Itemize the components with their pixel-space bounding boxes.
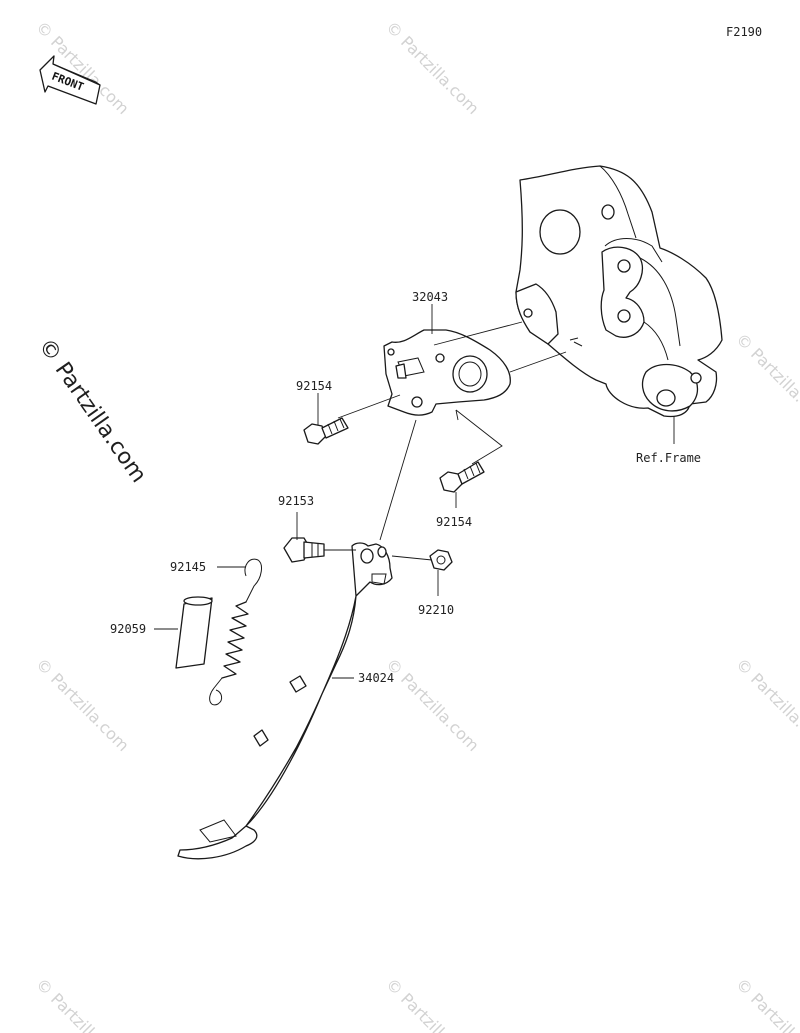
bolt-lower-illustration: [439, 461, 485, 493]
bolt-upper-illustration: [303, 417, 349, 445]
watermark: © Partzilla.com: [382, 17, 483, 118]
watermark: © Partzilla.com: [32, 974, 133, 1033]
label-bolt-lower[interactable]: 92154: [436, 515, 472, 529]
label-pivot-bolt[interactable]: 92153: [278, 494, 314, 508]
label-side-stand[interactable]: 34024: [358, 671, 394, 685]
label-frame-ref[interactable]: Ref.Frame: [636, 451, 701, 465]
bracket-illustration: [383, 329, 511, 416]
side-stand-illustration: [177, 542, 393, 860]
sleeve-illustration: [175, 596, 213, 669]
frame-illustration: [515, 165, 723, 418]
leader-lines: [154, 304, 675, 679]
watermark: © Partzilla.com: [32, 654, 133, 755]
label-nut[interactable]: 92210: [418, 603, 454, 617]
front-arrow-icon: FRONT: [39, 55, 101, 105]
watermark: © Partzilla.com: [382, 654, 483, 755]
pivot-bolt-illustration: [283, 537, 325, 563]
label-bracket[interactable]: 32043: [412, 290, 448, 304]
nut-illustration: [429, 549, 453, 571]
watermarks: © Partzilla.com © Partzilla.com © Partzi…: [32, 17, 800, 1033]
watermark: © Partzilla.com: [732, 974, 800, 1033]
watermark: © Partzilla.com: [382, 974, 483, 1033]
label-spring[interactable]: 92145: [170, 560, 206, 574]
label-sleeve[interactable]: 92059: [110, 622, 146, 636]
watermark: © Partzilla.com: [732, 654, 800, 755]
spring-illustration: [209, 558, 262, 706]
watermark-main: © Partzilla.com: [33, 334, 151, 487]
watermark: © Partzilla.com: [732, 329, 800, 430]
diagram-code: F2190: [726, 25, 762, 39]
label-bolt-upper[interactable]: 92154: [296, 379, 332, 393]
part-labels: 32043 92154 92154 92153 92145 92059 9221…: [110, 290, 701, 685]
